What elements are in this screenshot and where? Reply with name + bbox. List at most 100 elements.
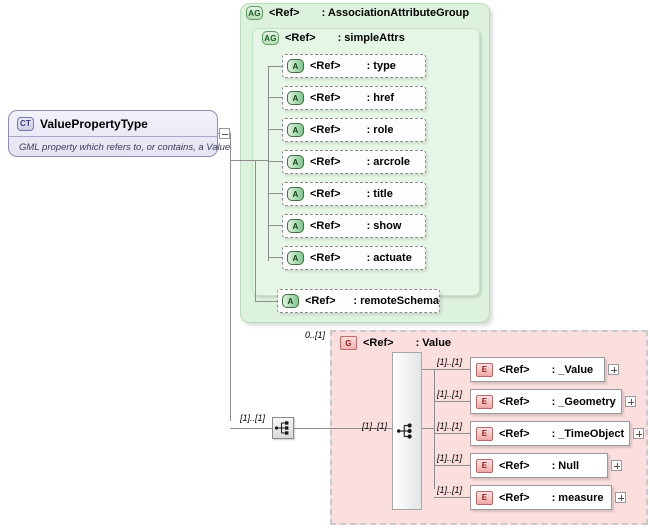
connector xyxy=(230,428,272,429)
attribute-node-actuate[interactable]: A <Ref> : actuate xyxy=(282,246,426,270)
attribute-node-show[interactable]: A <Ref> : show xyxy=(282,214,426,238)
value-group-header[interactable]: G <Ref> : Value xyxy=(340,336,451,350)
expand-toggle-_value[interactable] xyxy=(608,364,619,375)
element-ref: <Ref> xyxy=(499,395,530,408)
attribute-ref: <Ref> xyxy=(310,220,341,232)
connector xyxy=(434,433,470,434)
attribute-name: : href xyxy=(366,92,395,104)
attribute-group-icon: AG xyxy=(262,31,279,45)
element-ref: <Ref> xyxy=(499,491,530,504)
value-group-ref: <Ref> xyxy=(363,337,394,349)
connector xyxy=(268,66,269,261)
element-node-_geometry[interactable]: E <Ref> : _Geometry xyxy=(470,389,622,414)
element-node-_value[interactable]: E <Ref> : _Value xyxy=(470,357,605,382)
connector xyxy=(422,369,470,370)
element-node-_timeobject[interactable]: E <Ref> : _TimeObject xyxy=(470,421,630,446)
attribute-icon: A xyxy=(287,123,304,137)
element-name: : Null xyxy=(551,459,580,472)
expand-toggle-_timeobject[interactable] xyxy=(633,428,644,439)
connector xyxy=(434,497,470,498)
element-icon: E xyxy=(476,490,493,505)
element-name: : _TimeObject xyxy=(551,427,625,440)
connector xyxy=(230,160,255,161)
element-name: : _Value xyxy=(551,363,594,376)
attribute-node-role[interactable]: A <Ref> : role xyxy=(282,118,426,142)
attribute-icon: A xyxy=(282,294,299,308)
complex-type-documentation: GML property which refers to, or contain… xyxy=(19,142,231,153)
element-icon: E xyxy=(476,458,493,473)
attribute-name: : role xyxy=(366,124,394,136)
value-group-name: : Value xyxy=(415,337,452,349)
sequence-cardinality-label: [1]..[1] xyxy=(240,413,266,423)
attribute-icon: A xyxy=(287,59,304,73)
attribute-ref: <Ref> xyxy=(310,188,341,200)
attribute-node-href[interactable]: A <Ref> : href xyxy=(282,86,426,110)
collapse-toggle-root[interactable] xyxy=(219,128,230,139)
attribute-name: : arcrole xyxy=(366,156,410,168)
group-icon: G xyxy=(340,336,357,350)
attribute-node-title[interactable]: A <Ref> : title xyxy=(282,182,426,206)
element-node-measure[interactable]: E <Ref> : measure xyxy=(470,485,612,510)
simple-attrs-ref: <Ref> xyxy=(285,32,316,44)
connector xyxy=(268,193,282,194)
connector xyxy=(268,257,282,258)
connector xyxy=(268,97,282,98)
connector xyxy=(268,225,282,226)
connector xyxy=(434,401,470,402)
attribute-icon: A xyxy=(287,91,304,105)
attribute-icon: A xyxy=(287,155,304,169)
attribute-name: : actuate xyxy=(366,252,412,264)
complex-type-header: CT ValuePropertyType xyxy=(9,111,217,137)
attribute-ref: <Ref> xyxy=(310,60,341,72)
simple-attrs-group-header[interactable]: AG <Ref> : simpleAttrs xyxy=(262,31,405,45)
element-cardinality-label: [1]..[1] xyxy=(437,453,463,463)
attribute-name: : title xyxy=(366,188,393,200)
attribute-icon: A xyxy=(287,251,304,265)
attribute-name: : remoteSchema xyxy=(353,295,439,307)
element-name: : measure xyxy=(551,491,604,504)
attribute-ref: <Ref> xyxy=(310,124,341,136)
choice-compositor-icon[interactable] xyxy=(396,420,418,442)
expand-toggle-measure[interactable] xyxy=(615,492,626,503)
connector xyxy=(255,160,268,161)
attribute-ref: <Ref> xyxy=(310,92,341,104)
connector xyxy=(230,133,231,421)
sequence-compositor-icon[interactable] xyxy=(272,417,294,439)
element-node-null[interactable]: E <Ref> : Null xyxy=(470,453,608,478)
connector xyxy=(255,160,256,302)
element-icon: E xyxy=(476,426,493,441)
expand-toggle-null[interactable] xyxy=(611,460,622,471)
complex-type-icon: CT xyxy=(17,116,34,131)
attribute-group-icon: AG xyxy=(246,6,263,20)
choice-cardinality-label: [1]..[1] xyxy=(362,421,388,431)
attribute-group-name: : AssociationAttributeGroup xyxy=(321,7,470,19)
attribute-group-header[interactable]: AG <Ref> : AssociationAttributeGroup xyxy=(246,6,469,20)
element-cardinality-label: [1]..[1] xyxy=(437,485,463,495)
complex-type-name: ValuePropertyType xyxy=(40,116,148,131)
connector xyxy=(268,129,282,130)
connector xyxy=(332,428,392,429)
simple-attrs-name: : simpleAttrs xyxy=(337,32,405,44)
element-cardinality-label: [1]..[1] xyxy=(437,421,463,431)
attribute-node-remoteschema[interactable]: A <Ref> : remoteSchema xyxy=(277,289,440,313)
element-icon: E xyxy=(476,362,493,377)
expand-toggle-_geometry[interactable] xyxy=(625,396,636,407)
attribute-name: : type xyxy=(366,60,396,72)
attribute-ref: <Ref> xyxy=(310,252,341,264)
attribute-node-type[interactable]: A <Ref> : type xyxy=(282,54,426,78)
attribute-name: : show xyxy=(366,220,402,232)
attribute-group-ref: <Ref> xyxy=(269,7,300,19)
attribute-icon: A xyxy=(287,187,304,201)
element-ref: <Ref> xyxy=(499,363,530,376)
element-ref: <Ref> xyxy=(499,459,530,472)
complex-type-node-valuepropertytype[interactable]: CT ValuePropertyType GML property which … xyxy=(8,110,231,157)
element-cardinality-label: [1]..[1] xyxy=(437,357,463,367)
connector xyxy=(434,369,435,489)
connector xyxy=(422,428,434,429)
connector xyxy=(268,161,282,162)
connector xyxy=(255,301,277,302)
attribute-node-arcrole[interactable]: A <Ref> : arcrole xyxy=(282,150,426,174)
element-ref: <Ref> xyxy=(499,427,530,440)
element-name: : _Geometry xyxy=(551,395,616,408)
